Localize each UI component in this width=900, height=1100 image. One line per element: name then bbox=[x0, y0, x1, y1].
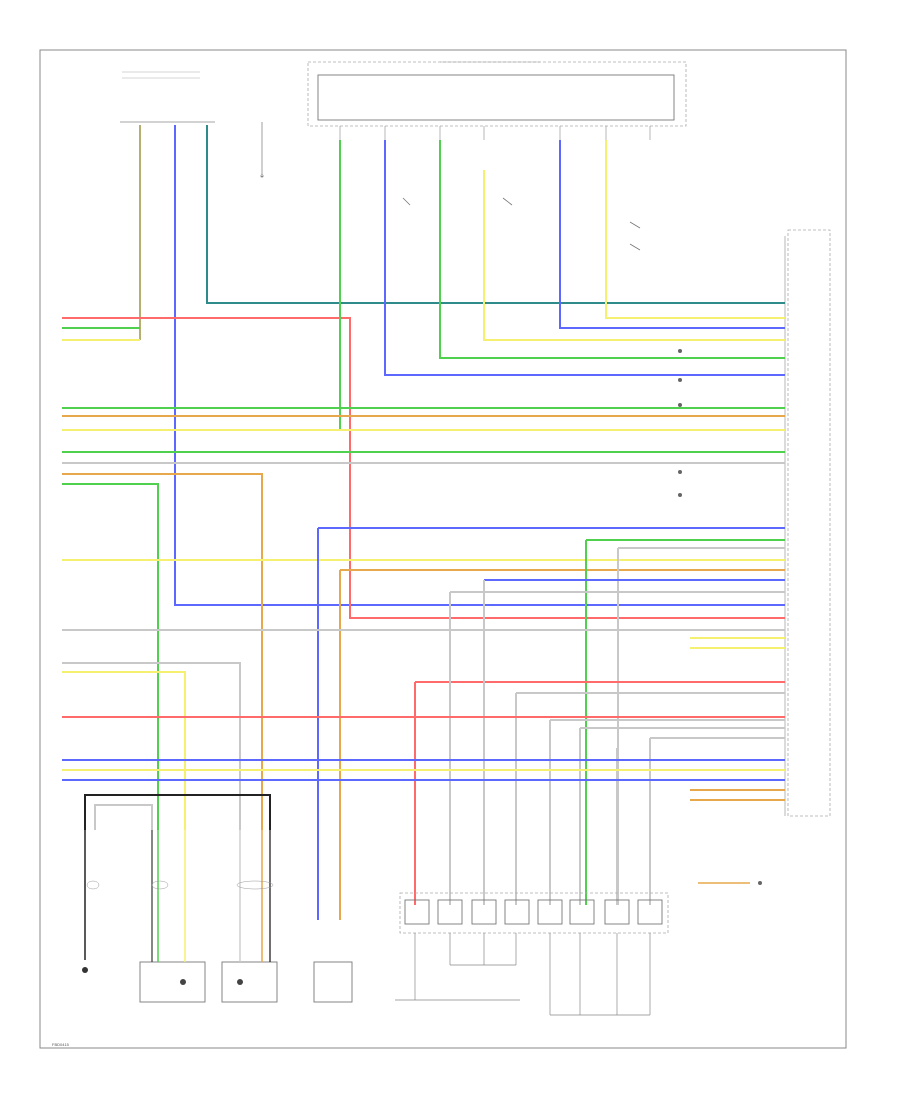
sensor-box-2 bbox=[221, 830, 278, 1003]
engine-control-module bbox=[784, 229, 831, 817]
wire-grey-6 bbox=[62, 662, 241, 830]
wire-teal-1 bbox=[206, 125, 785, 304]
connector-dots bbox=[678, 349, 682, 497]
wire-grey-18 bbox=[94, 804, 153, 830]
wire-yellow-3 bbox=[483, 170, 785, 341]
wire-blue-3 bbox=[384, 140, 785, 376]
wire-green-2 bbox=[439, 140, 785, 359]
data-link-connector bbox=[260, 122, 264, 178]
purge-valve-symbol bbox=[698, 881, 762, 885]
wire-orange-2 bbox=[62, 473, 263, 830]
page-code: FBD0415 bbox=[52, 1042, 70, 1047]
diagram-border bbox=[39, 49, 847, 1049]
injector-power-bus bbox=[395, 933, 651, 1016]
wire-blue-1 bbox=[174, 125, 785, 606]
knock-sensor bbox=[313, 961, 353, 1003]
anti-theft-connector bbox=[120, 71, 215, 123]
oil-pressure-switch bbox=[82, 830, 88, 973]
wire-red-1 bbox=[62, 317, 785, 619]
instrument-cluster bbox=[307, 61, 687, 127]
cluster-switch-symbols bbox=[402, 197, 641, 251]
instrument-cluster-pins bbox=[339, 126, 651, 140]
wires bbox=[62, 125, 785, 920]
wire-yellow-8 bbox=[62, 671, 186, 830]
shield-markers bbox=[86, 880, 274, 890]
wire-blue-2 bbox=[559, 140, 785, 329]
wire-green-6 bbox=[62, 483, 159, 830]
fuel-injectors bbox=[399, 892, 669, 934]
wire-black-1 bbox=[84, 794, 271, 830]
sensor-box-1 bbox=[139, 830, 206, 1003]
wire-yellow-2 bbox=[605, 140, 785, 319]
